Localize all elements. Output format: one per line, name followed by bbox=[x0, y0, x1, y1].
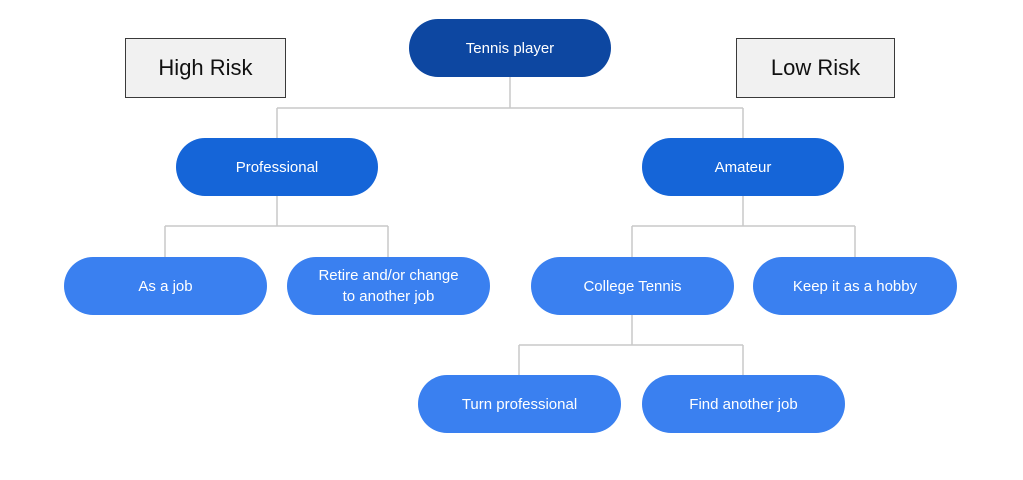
node-professional: Professional bbox=[176, 138, 378, 196]
node-keep-as-hobby: Keep it as a hobby bbox=[753, 257, 957, 315]
low-risk-label: Low Risk bbox=[736, 38, 895, 98]
node-college-tennis: College Tennis bbox=[531, 257, 734, 315]
node-turn-professional: Turn professional bbox=[418, 375, 621, 433]
node-find-another-job: Find another job bbox=[642, 375, 845, 433]
node-tennis-player: Tennis player bbox=[409, 19, 611, 77]
node-amateur: Amateur bbox=[642, 138, 844, 196]
node-as-a-job: As a job bbox=[64, 257, 267, 315]
node-retire-or-change-job: Retire and/or change to another job bbox=[287, 257, 490, 315]
high-risk-label: High Risk bbox=[125, 38, 286, 98]
